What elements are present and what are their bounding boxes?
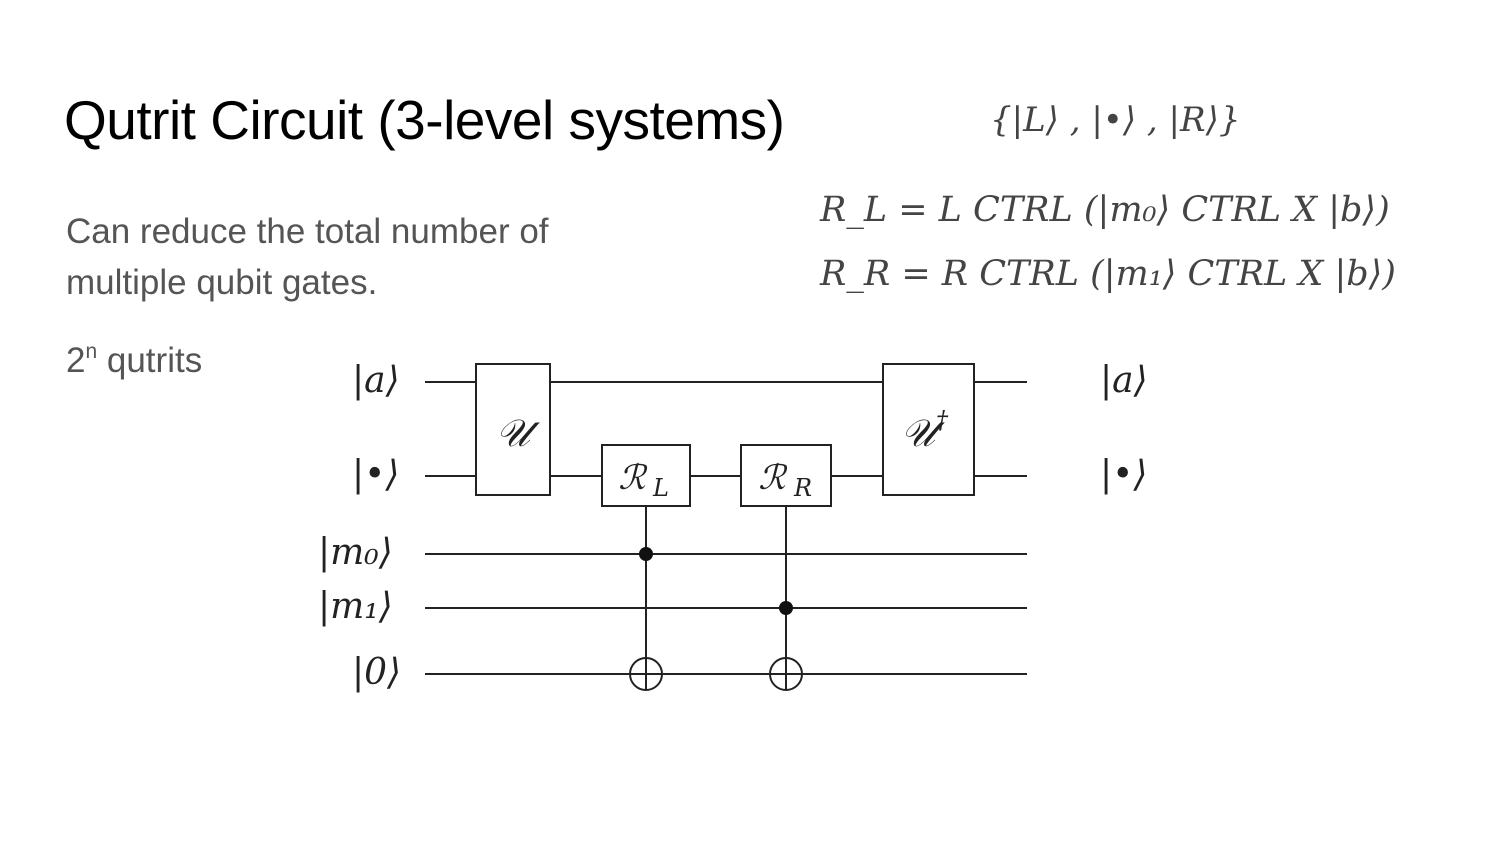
gate-r-l	[601, 444, 691, 507]
input-label-m1: |m₁⟩	[318, 586, 393, 627]
gate-u-dagger-sup: †	[936, 406, 949, 434]
gate-r-r-label: ℛ	[758, 458, 788, 498]
input-label-zero: |0⟩	[352, 652, 402, 693]
qutrits-note: 2n qutrits	[66, 340, 202, 381]
input-label-m0: |m₀⟩	[318, 532, 393, 573]
gate-u-dagger	[882, 363, 975, 496]
slide-title: Qutrit Circuit (3-level systems)	[64, 89, 785, 151]
qutrits-exponent: n	[85, 340, 98, 363]
control-dot-m1	[779, 601, 793, 615]
gate-r-r-sub: R	[793, 474, 812, 502]
qutrits-base: 2	[66, 341, 86, 380]
input-label-dot: |•⟩	[352, 454, 400, 495]
control-dot-m0	[639, 547, 653, 561]
output-label-dot: |•⟩	[1100, 454, 1148, 495]
slide-body-text: Can reduce the total number of multiple …	[66, 206, 626, 308]
output-label-a: |a⟩	[1100, 360, 1148, 401]
body-line-1: Can reduce the total number of	[66, 212, 549, 251]
basis-set: {|L⟩ , |•⟩ , |R⟩}	[990, 100, 1241, 140]
equation-r-l: R_L = L CTRL (|m₀⟩ CTRL X |b⟩)	[820, 190, 1390, 230]
gate-r-l-label: ℛ	[618, 458, 648, 498]
equation-r-r: R_R = R CTRL (|m₁⟩ CTRL X |b⟩)	[820, 254, 1396, 294]
gate-r-l-sub: L	[652, 474, 669, 502]
qutrits-suffix: qutrits	[97, 341, 203, 380]
gate-r-r	[740, 444, 832, 507]
body-line-2: multiple qubit gates.	[66, 263, 378, 302]
input-label-a: |a⟩	[352, 360, 400, 401]
gate-u	[475, 363, 551, 496]
